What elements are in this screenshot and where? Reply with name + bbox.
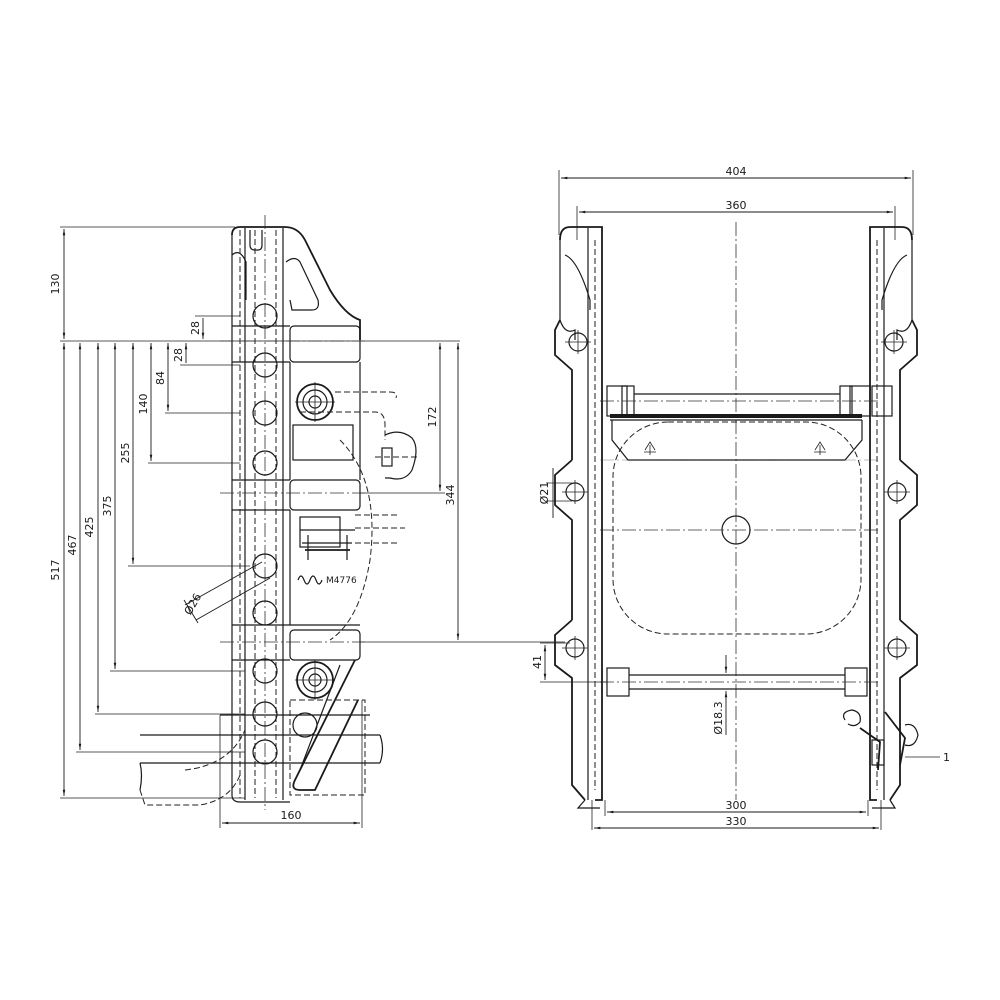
- dim-344: 344: [444, 485, 457, 506]
- dim-28-a: 28: [189, 321, 202, 335]
- dim-28-b: 28: [172, 348, 185, 362]
- dim-160: 160: [281, 809, 302, 822]
- dim-84: 84: [154, 371, 167, 385]
- dim-375: 375: [101, 496, 114, 517]
- dim-dia-26: Ø26: [182, 591, 205, 617]
- dim-41: 41: [531, 655, 544, 669]
- dim-dia-21: Ø21: [538, 482, 551, 505]
- dim-140: 140: [137, 394, 150, 415]
- dim-517: 517: [49, 560, 62, 581]
- part-marking-m4776: M4776: [326, 576, 357, 586]
- dim-dia-18-3: Ø18.3: [712, 701, 725, 734]
- dim-404: 404: [726, 165, 747, 178]
- dim-360: 360: [726, 199, 747, 212]
- side-view: 130 517 467 425 375 255 140 84 28 28 172…: [49, 215, 565, 828]
- dim-255: 255: [119, 443, 132, 464]
- dim-172: 172: [426, 407, 439, 428]
- dim-130: 130: [49, 274, 62, 295]
- dim-467: 467: [66, 535, 79, 556]
- dim-330: 330: [726, 815, 747, 828]
- dim-425: 425: [83, 517, 96, 538]
- front-view: 404 360: [531, 165, 950, 830]
- callout-1: 1: [943, 751, 950, 764]
- dim-300: 300: [726, 799, 747, 812]
